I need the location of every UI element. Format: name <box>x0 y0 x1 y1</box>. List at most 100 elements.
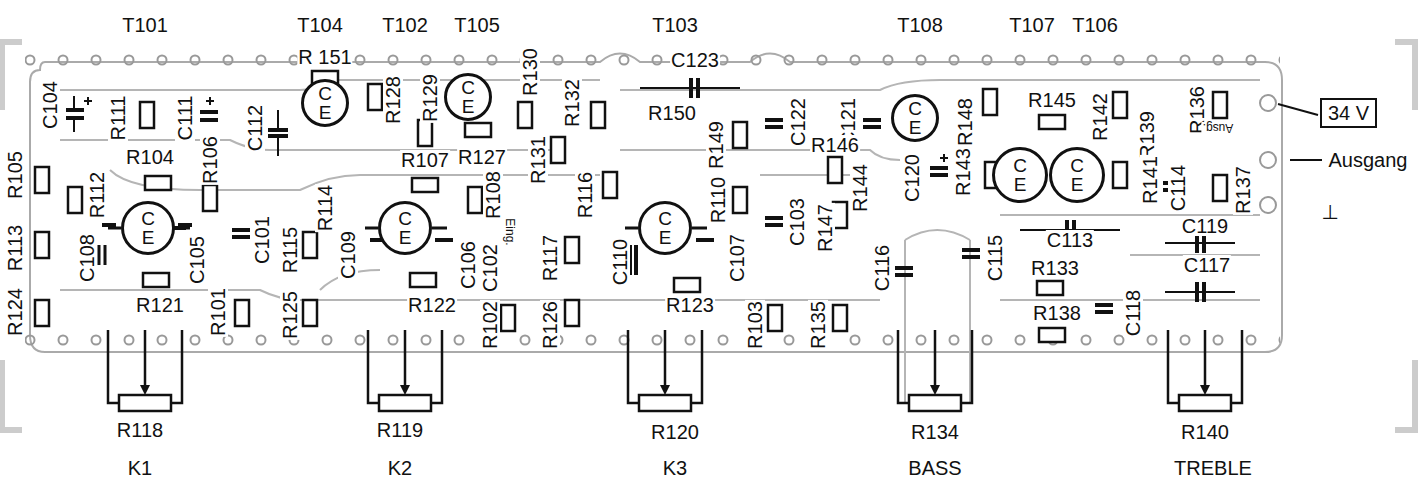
part-label: R137 <box>1233 165 1253 215</box>
part-label: R112 <box>87 171 107 219</box>
part-label: R 151 <box>297 47 352 67</box>
part-label: R135 <box>808 300 828 350</box>
pin-letter: C <box>398 209 412 228</box>
transistor-outline: CE <box>1049 147 1105 203</box>
part-label: C106 <box>458 240 478 290</box>
part-label: R119 <box>376 420 424 440</box>
transistor-outline: CE <box>444 73 492 121</box>
part-label: R121 <box>135 295 185 315</box>
part-label: C113 <box>1046 230 1094 250</box>
part-label: C107 <box>727 233 747 283</box>
pin-letter: C <box>1070 156 1084 175</box>
pin-letter: C <box>1013 156 1027 175</box>
part-label: T107 <box>1008 15 1056 35</box>
part-label: R126 <box>540 300 560 350</box>
pin-letter: E <box>659 228 672 247</box>
part-label: ⊥ <box>1320 202 1339 222</box>
part-label: C120 <box>902 153 922 203</box>
part-label: R105 <box>5 150 25 200</box>
part-label: T103 <box>651 15 699 35</box>
transistor-outline: CE <box>301 79 349 127</box>
part-label: R122 <box>407 295 457 315</box>
pin-letter: C <box>318 84 332 103</box>
pin-letter: E <box>909 118 922 137</box>
part-label: R138 <box>1032 303 1082 323</box>
part-label: TREBLE <box>1173 458 1253 478</box>
part-label: R132 <box>562 78 582 128</box>
pin-letter: E <box>399 228 412 247</box>
pin-letter: E <box>1014 175 1027 194</box>
part-label: R131 <box>528 135 548 185</box>
transistor-outline: CE <box>121 201 175 255</box>
part-label: R111 <box>108 95 128 142</box>
transistor-outline: CE <box>992 147 1048 203</box>
part-label: C103 <box>787 197 807 247</box>
part-label: T105 <box>453 15 501 35</box>
transistor-outline: CE <box>891 94 939 142</box>
part-label: R142 <box>1090 92 1110 142</box>
part-label: R147 <box>815 203 835 253</box>
pin-letter: E <box>462 97 475 116</box>
part-label: R113 <box>5 224 25 272</box>
part-label: R148 <box>955 97 975 147</box>
part-label: C101 <box>252 215 272 265</box>
part-label: C111 <box>175 95 195 142</box>
part-label: C122 <box>788 97 808 147</box>
part-label: C119 <box>1181 216 1229 236</box>
part-label: R114 <box>315 184 335 232</box>
part-label: T101 <box>121 15 169 35</box>
part-label: Eing. <box>504 217 516 246</box>
part-label: C116 <box>872 244 892 292</box>
part-label: C105 <box>187 235 207 285</box>
pin-letter: C <box>908 99 922 118</box>
part-label: R134 <box>910 422 960 442</box>
pin-letter: E <box>319 103 332 122</box>
part-label: R120 <box>650 422 700 442</box>
part-label: R108 <box>483 170 503 220</box>
part-label: C123 <box>670 50 720 70</box>
part-label: C108 <box>77 233 97 283</box>
part-label: R128 <box>383 75 403 125</box>
part-label: T102 <box>381 15 429 35</box>
pin-letter: C <box>461 78 475 97</box>
part-label: R127 <box>457 147 507 167</box>
part-label: C118 <box>1123 289 1143 337</box>
part-label: R106 <box>200 135 220 185</box>
part-label: R145 <box>1027 90 1077 110</box>
part-label: T104 <box>296 15 344 35</box>
part-label: R141 <box>1140 155 1160 205</box>
transistor-outline: CE <box>638 201 692 255</box>
pin-letter: C <box>141 209 155 228</box>
part-label: Ausg. <box>1202 122 1235 134</box>
part-label: R144 <box>850 163 870 213</box>
part-label: R101 <box>208 287 228 337</box>
part-label: C104 <box>40 80 60 130</box>
part-label: T108 <box>896 15 944 35</box>
part-label: C114 <box>1168 164 1188 212</box>
part-label: R104 <box>125 147 175 167</box>
part-label: R102 <box>480 300 500 350</box>
part-label: T106 <box>1071 15 1119 35</box>
part-label: K2 <box>387 458 413 478</box>
part-label: C112 <box>245 104 265 152</box>
part-label: R118 <box>116 420 164 440</box>
part-label: R116 <box>575 171 595 219</box>
part-label: R110 <box>708 176 728 224</box>
part-label: R149 <box>706 120 726 170</box>
pin-letter: E <box>142 228 155 247</box>
pin-letter: E <box>1071 175 1084 194</box>
part-label: R140 <box>1180 422 1230 442</box>
part-label: R107 <box>400 150 450 170</box>
part-label: R143 <box>953 147 973 197</box>
part-label: R125 <box>280 290 300 340</box>
pin-letter: C <box>658 209 672 228</box>
part-label: R115 <box>280 226 300 274</box>
part-label: R139 <box>1137 110 1157 160</box>
part-label: R103 <box>745 300 765 350</box>
part-label: R117 <box>540 234 560 282</box>
voltage-label: 34 V <box>1328 102 1369 124</box>
transistor-outline: CE <box>378 201 432 255</box>
part-label: K1 <box>127 458 153 478</box>
